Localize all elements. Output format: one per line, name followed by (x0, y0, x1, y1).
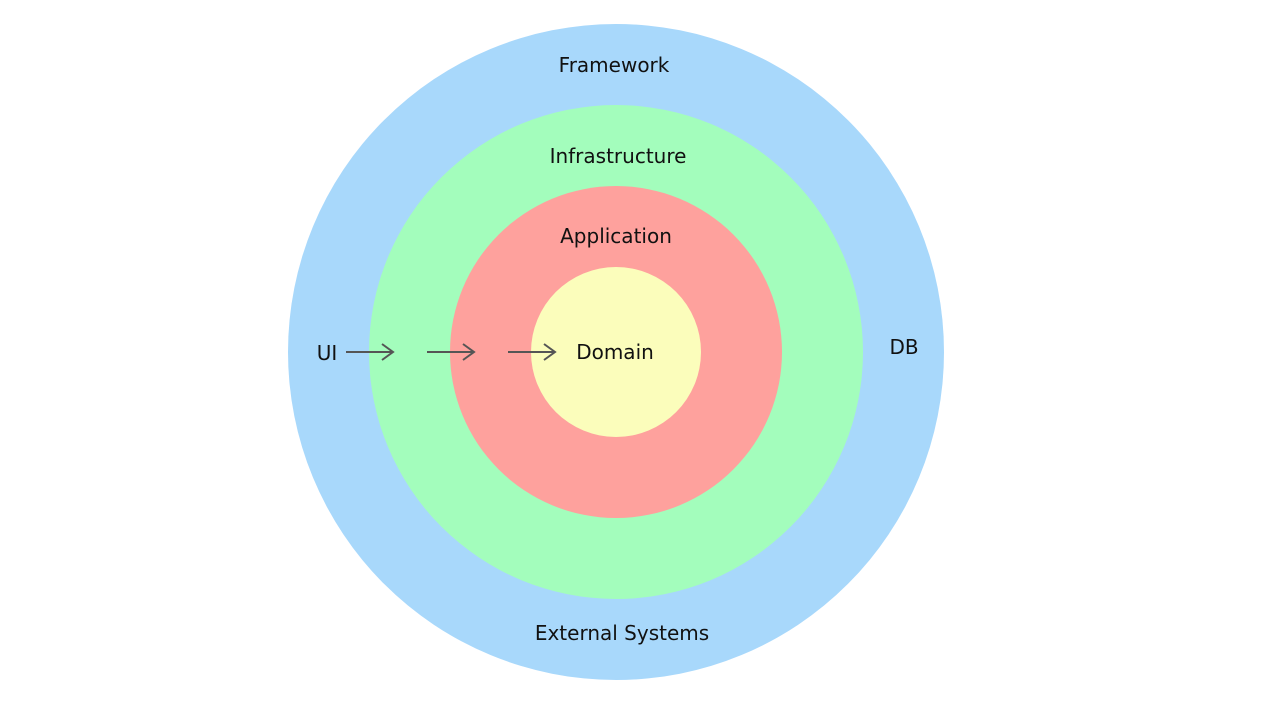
dependency-arrow-icon (346, 343, 395, 361)
domain-label: Domain (576, 340, 654, 364)
db-label: DB (889, 335, 918, 359)
external-systems-label: External Systems (535, 621, 709, 645)
dependency-arrow-icon (508, 343, 557, 361)
infrastructure-label: Infrastructure (550, 144, 687, 168)
dependency-arrow-icon (427, 343, 476, 361)
framework-label: Framework (559, 53, 670, 77)
ui-label: UI (317, 341, 338, 365)
domain-core (531, 267, 701, 437)
application-label: Application (560, 224, 672, 248)
